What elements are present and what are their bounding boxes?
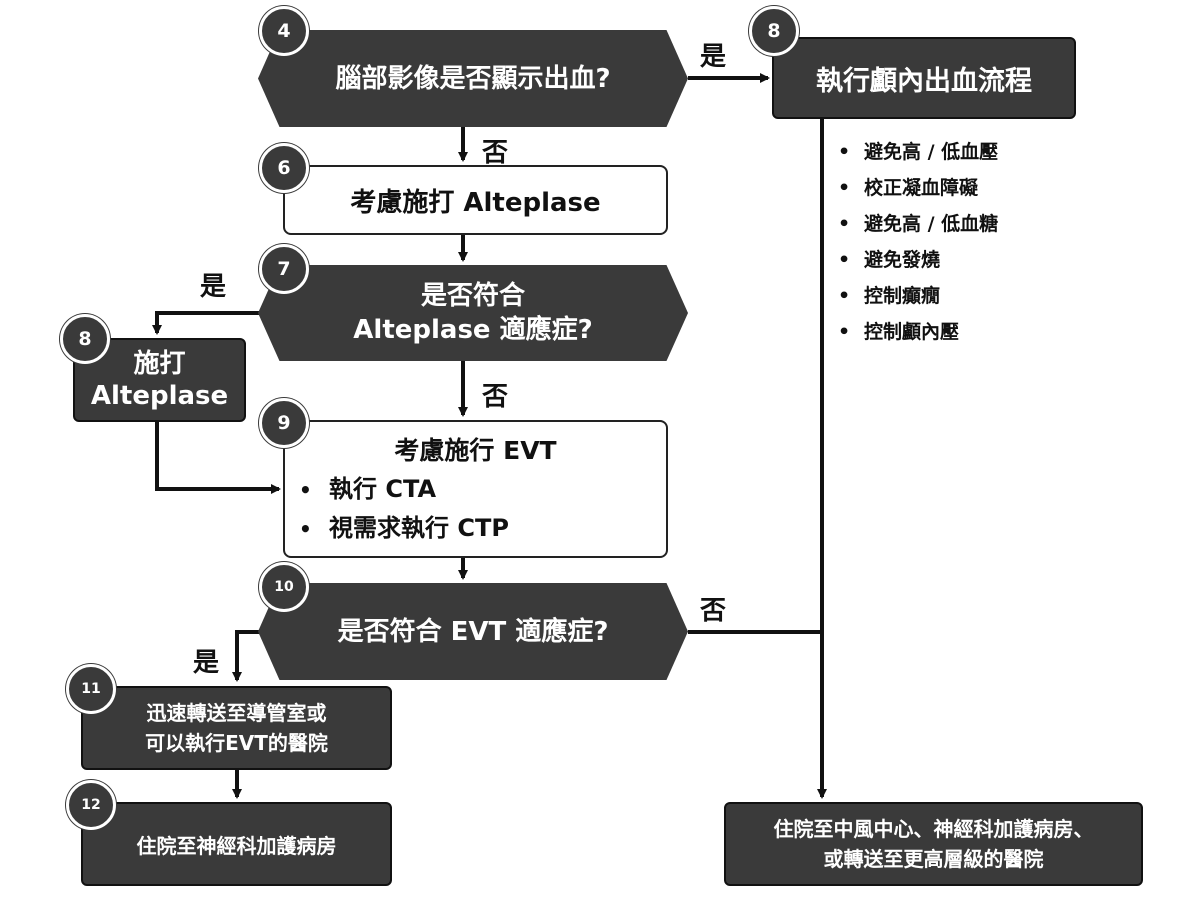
node-6-consider-alteplase: 考慮施打 Alteplase [283, 165, 668, 235]
final-right-line2: 或轉送至更高層級的醫院 [823, 847, 1044, 871]
edge-label-yes-7: 是 [200, 272, 227, 302]
edge-label-no-4: 否 [482, 138, 509, 168]
edge-label-yes-10: 是 [193, 648, 220, 678]
badge-8-left: 8 [60, 314, 110, 364]
node-6-text: 考慮施打 Alteplase [350, 187, 601, 218]
hemorrhage-steps-list: •避免高 / 低血壓 •校正凝血障礙 •避免高 / 低血糖 •避免發燒 •控制癲… [838, 134, 998, 350]
node-8-hemorrhage-protocol: 執行顱內出血流程 [772, 37, 1076, 119]
edge-label-no-7: 否 [482, 382, 509, 412]
arrow-10-to-11 [232, 630, 262, 682]
node-11-transfer-cath-lab: 迅速轉送至導管室或 可以執行EVT的醫院 [81, 686, 392, 770]
hemorrhage-step: •避免高 / 低血糖 [838, 213, 999, 235]
edge-label-no-10: 否 [700, 596, 727, 626]
node-9-consider-evt: 考慮施行 EVT •執行 CTA •視需求執行 CTP [283, 420, 668, 558]
badge-11: 11 [66, 664, 116, 714]
node-9-item: •執行 CTA [299, 475, 437, 503]
hemorrhage-step: •避免發燒 [838, 249, 941, 271]
badge-9: 9 [259, 398, 309, 448]
arrow-7-to-8-left [152, 311, 262, 335]
node-8-left-line2: Alteplase [90, 381, 229, 411]
node-10-evt-eligibility: 是否符合 EVT 適應症? [258, 583, 688, 680]
badge-8-right: 8 [749, 6, 799, 56]
badge-4: 4 [259, 6, 309, 56]
hemorrhage-step: •控制顱內壓 [838, 321, 960, 343]
hemorrhage-step: •避免高 / 低血壓 [838, 141, 999, 163]
node-final-admit-or-transfer: 住院至中風中心、神經科加護病房、 或轉送至更高層級的醫院 [724, 802, 1143, 886]
node-9-title: 考慮施行 EVT [394, 436, 557, 465]
node-7-line2: Alteplase 適應症? [353, 315, 593, 345]
node-12-text: 住院至神經科加護病房 [136, 833, 337, 858]
node-8-left-line1: 施打 [133, 349, 186, 379]
badge-7: 7 [259, 244, 309, 294]
node-10-text: 是否符合 EVT 適應症? [337, 616, 609, 647]
node-4-hemorrhage-check: 腦部影像是否顯示出血? [258, 30, 688, 127]
node-11-line1: 迅速轉送至導管室或 [146, 701, 327, 725]
badge-6: 6 [259, 143, 309, 193]
badge-12: 12 [66, 780, 116, 830]
node-8-right-text: 執行顱內出血流程 [816, 65, 1032, 97]
edge-label-yes-4: 是 [700, 42, 727, 72]
arrow-8-left-to-9 [155, 421, 281, 494]
final-right-line1: 住院至中風中心、神經科加護病房、 [773, 817, 1094, 841]
node-11-line2: 可以執行EVT的醫院 [145, 731, 328, 755]
node-12-neuro-icu: 住院至神經科加護病房 [81, 802, 392, 886]
node-7-alteplase-eligibility: 是否符合 Alteplase 適應症? [258, 265, 688, 361]
hemorrhage-step: •校正凝血障礙 [838, 177, 979, 199]
node-4-text: 腦部影像是否顯示出血? [335, 63, 611, 94]
node-7-line1: 是否符合 [420, 281, 525, 311]
node-9-item: •視需求執行 CTP [299, 514, 509, 542]
hemorrhage-step: •控制癲癇 [838, 285, 941, 307]
badge-10: 10 [259, 562, 309, 612]
